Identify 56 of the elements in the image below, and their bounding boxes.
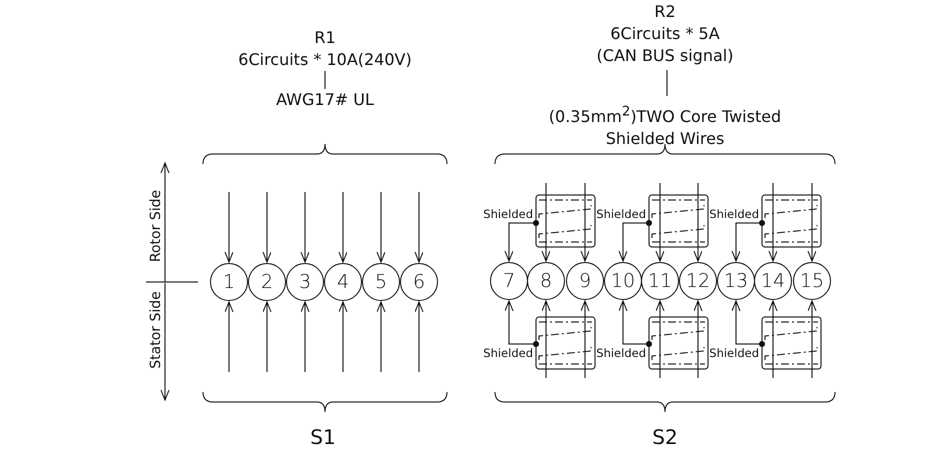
shield-label: Shielded	[596, 346, 646, 360]
arrow	[542, 182, 550, 262]
arrow	[376, 192, 386, 262]
spec-text: R1	[313, 28, 337, 48]
terminal-circle: 3	[286, 263, 324, 301]
arrow	[300, 302, 310, 372]
spec-text: 6Circuits * 10A(240V)	[237, 50, 413, 70]
terminal-circle: 2	[248, 263, 286, 301]
terminal-circle: 1	[210, 263, 248, 301]
arrow	[694, 182, 702, 262]
terminal-circle: 10	[604, 262, 642, 300]
shield-label: Shielded	[483, 207, 533, 221]
spec-text: (0.35mm$^{2}$)TWO Core Twisted Shielded Wires	[548, 104, 782, 150]
arrow	[580, 300, 590, 378]
terminal-circle: 8	[527, 262, 565, 300]
spec-text: R2	[653, 2, 677, 22]
shield-label: Shielded	[709, 207, 759, 221]
arrow	[694, 300, 702, 378]
arrow	[338, 302, 348, 372]
spec-text: AWG17# UL	[275, 90, 375, 110]
shield-label: Shielded	[483, 346, 533, 360]
arrow	[656, 182, 664, 262]
arrow	[224, 302, 234, 372]
side-label: Rotor Side	[149, 190, 163, 262]
arrow	[224, 192, 234, 262]
spec-text: S1	[309, 425, 337, 449]
arrow	[414, 192, 424, 262]
spec-text: (CAN BUS signal)	[596, 46, 734, 66]
arrow	[768, 182, 778, 262]
arrow	[300, 192, 310, 262]
arrow	[808, 182, 816, 262]
shield-label: Shielded	[596, 207, 646, 221]
terminal-circle: 12	[679, 262, 717, 300]
arrow	[542, 300, 550, 378]
spec-text: S2	[651, 425, 679, 449]
terminal-circle: 6	[400, 263, 438, 301]
arrow	[376, 302, 386, 372]
terminal-circle: 4	[324, 263, 362, 301]
arrow	[262, 192, 272, 262]
terminal-circle: 13	[717, 262, 755, 300]
terminal-circle: 15	[793, 262, 831, 300]
arrow	[338, 192, 348, 262]
terminal-circle: 5	[362, 263, 400, 301]
shield-label: Shielded	[709, 346, 759, 360]
terminal-circle: 11	[641, 262, 679, 300]
terminal-circle: 14	[754, 262, 792, 300]
arrow	[808, 300, 816, 378]
terminal-circle: 7	[490, 262, 528, 300]
terminal-circle: 9	[566, 262, 604, 300]
arrow	[656, 300, 664, 378]
arrow	[414, 302, 424, 372]
arrow	[580, 182, 590, 262]
arrow	[262, 302, 272, 372]
arrow	[768, 300, 778, 378]
spec-text: 6Circuits * 5A	[609, 24, 721, 44]
side-label: Stator Side	[149, 291, 163, 369]
